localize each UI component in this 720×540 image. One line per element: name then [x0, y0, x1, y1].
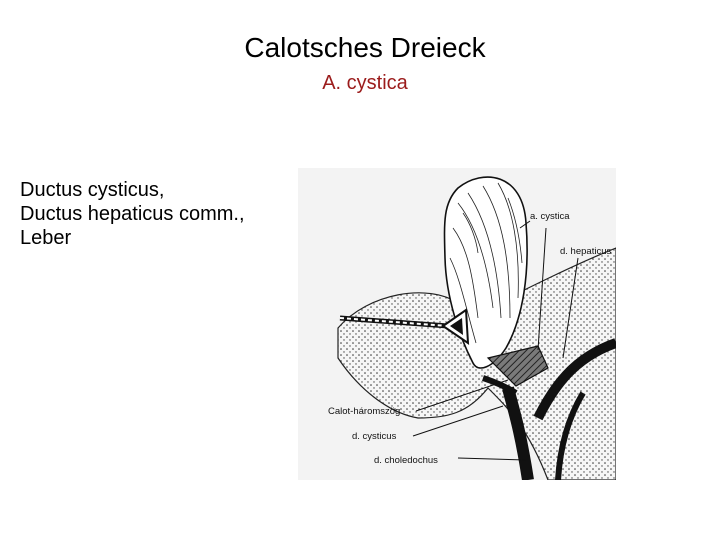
body-line-cysticus: Ductus cysticus, [20, 178, 245, 202]
label-d-cysticus: d. cysticus [352, 431, 397, 442]
label-calot: Calot-háromszög [328, 406, 400, 417]
body-line-leber: Leber [20, 226, 245, 250]
slide-subtitle: A. cystica [0, 70, 720, 96]
calot-triangle-diagram: a. cystica d. hepaticus Calot-háromszög … [298, 168, 616, 480]
label-d-hepaticus: d. hepaticus [560, 246, 611, 257]
body-text: Ductus cysticus, Ductus hepaticus comm.,… [20, 178, 245, 250]
label-d-choledochus: d. choledochus [374, 455, 438, 466]
body-line-hepaticus: Ductus hepaticus comm., [20, 202, 245, 226]
label-a-cystica: a. cystica [530, 211, 570, 222]
slide-title: Calotsches Dreieck [0, 30, 720, 66]
anatomy-figure: a. cystica d. hepaticus Calot-háromszög … [298, 168, 616, 480]
